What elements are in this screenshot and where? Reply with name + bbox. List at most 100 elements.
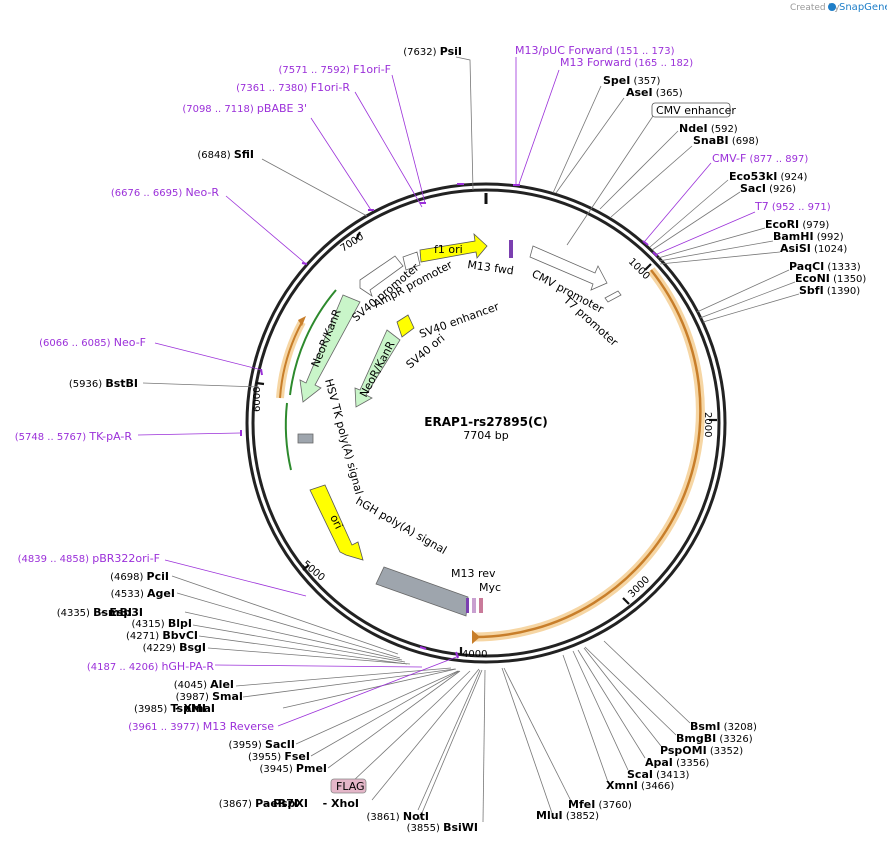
site-position: (3955) [248, 752, 284, 763]
site-label-tspmi[interactable]: (3985) TspMI [134, 702, 206, 715]
feature-neor-kanr-inner[interactable] [354, 329, 401, 408]
site-text: (4045) AleI [174, 678, 234, 691]
feature-sv40-ori[interactable] [396, 314, 415, 338]
site-text: - XmaI [175, 702, 215, 715]
site-position: (3987) [176, 692, 212, 703]
feature-ori[interactable]: ori [309, 484, 364, 561]
primer-ticks [240, 183, 658, 659]
site-label-cmv-f[interactable]: CMV-F (877 .. 897) [712, 152, 808, 165]
feature-m13-fwd[interactable] [509, 240, 513, 258]
site-label-xmni[interactable]: XmnI (3466) [606, 779, 674, 792]
site-text: Eco53kI (924) [729, 170, 807, 183]
site-position: (926) [766, 184, 796, 195]
feature-ampr-promoter[interactable] [402, 251, 421, 271]
site-label-neo-f[interactable]: (6066 .. 6085) Neo-F [39, 336, 146, 349]
site-label-mlui[interactable]: MluI (3852) [536, 809, 599, 822]
feature-myc-tag[interactable] [472, 598, 476, 613]
site-label-apai[interactable]: ApaI (3356) [645, 756, 709, 769]
site-name: BsgI [179, 641, 206, 654]
site-text: - Esp3I [101, 606, 143, 619]
site-text: (6066 .. 6085) Neo-F [39, 336, 146, 349]
site-label-m13-forward[interactable]: M13 Forward (165 .. 182) [560, 56, 693, 69]
feature-t7-promoter[interactable] [604, 290, 622, 303]
tick-label-7000: 7000 [339, 231, 366, 254]
feature-f1-ori[interactable]: f1 ori [419, 232, 488, 263]
site-label-pspomi[interactable]: PspOMI (3352) [660, 744, 743, 757]
site-label-ndei[interactable]: NdeI (592) [679, 122, 738, 135]
site-label-bsgi[interactable]: (4229) BsgI [143, 641, 206, 654]
site-position: (5748 .. 5767) [15, 432, 90, 443]
site-label-fsei[interactable]: (3955) FseI [248, 750, 310, 763]
site-label-pcii[interactable]: (4698) PciI [110, 570, 169, 583]
site-label-sacii[interactable]: (3959) SacII [229, 738, 296, 751]
site-label-t7[interactable]: T7 (952 .. 971) [754, 200, 831, 213]
site-label-pbr322ori-f[interactable]: (4839 .. 4858) pBR322ori-F [18, 552, 160, 565]
site-label-spei[interactable]: SpeI (357) [603, 74, 661, 87]
leader-agei [176, 592, 401, 659]
site-label-bsmi[interactable]: BsmI (3208) [690, 720, 757, 733]
site-position: (3356) [673, 758, 710, 769]
site-name: M13 Reverse [203, 720, 274, 733]
site-position: (4315) [131, 619, 167, 630]
site-label-f1ori-f[interactable]: (7571 .. 7592) F1ori-F [278, 63, 391, 76]
site-label-asei[interactable]: AseI (365) [626, 86, 683, 99]
site-label-smai[interactable]: (3987) SmaI [176, 690, 243, 703]
site-position: (7632) [403, 47, 439, 58]
site-label-noti[interactable]: (3861) NotI [366, 810, 429, 823]
site-label-scai[interactable]: ScaI (3413) [627, 768, 689, 781]
cmv-enhancer-box[interactable]: CMV enhancer [651, 102, 736, 118]
site-label-bstbi[interactable]: (5936) BstBI [69, 377, 138, 390]
site-label-blpi[interactable]: (4315) BlpI [131, 617, 192, 630]
feature-m13-rev[interactable] [466, 598, 469, 613]
site-label-f1ori-r[interactable]: (7361 .. 7380) F1ori-R [236, 81, 350, 94]
site-label-sfii[interactable]: (6848) SfiI [197, 148, 254, 161]
site-label-pspxi[interactable]: - PspXI [265, 797, 308, 810]
site-label-hgh-pa-r[interactable]: (4187 .. 4206) hGH-PA-R [87, 660, 215, 673]
snapgene-logo-icon [828, 3, 836, 11]
feature-neor-kanr-outer[interactable] [299, 294, 361, 403]
site-text: XmnI (3466) [606, 779, 674, 792]
site-label-bsmbi[interactable]: (4335) BsmBI [57, 606, 132, 619]
site-label-snabi[interactable]: SnaBI (698) [693, 134, 759, 147]
feature-hsv-tk-polya[interactable] [297, 433, 314, 444]
site-label-xmai[interactable]: - XmaI [175, 702, 215, 715]
site-label-ecori[interactable]: EcoRI (979) [765, 218, 829, 231]
backbone-inner-ring [251, 188, 721, 658]
site-label-sbfi[interactable]: SbfI (1390) [799, 284, 860, 297]
site-label-mfei[interactable]: MfeI (3760) [568, 798, 632, 811]
site-label-econi[interactable]: EcoNI (1350) [795, 272, 866, 285]
feature-sv40-promoter-1[interactable] [359, 255, 404, 297]
leader-paqci [696, 269, 790, 313]
site-position: (165 .. 182) [631, 58, 693, 69]
site-label-neo-r[interactable]: (6676 .. 6695) Neo-R [111, 186, 220, 199]
site-label-m13-puc-forward[interactable]: M13/pUC Forward (151 .. 173) [515, 44, 675, 57]
feature-flag-tag[interactable] [479, 598, 483, 613]
site-label-bamhi[interactable]: BamHI (992) [773, 230, 844, 243]
feature-hgh-polya[interactable] [375, 566, 469, 617]
site-label-pmei[interactable]: (3945) PmeI [259, 762, 327, 775]
site-label-pbabe-3-[interactable]: (7098 .. 7118) pBABE 3' [182, 102, 307, 115]
site-label-saci[interactable]: SacI (926) [740, 182, 796, 195]
site-label-bmgbi[interactable]: BmgBI (3326) [676, 732, 753, 745]
plasmid-length: 7704 bp [463, 429, 508, 442]
site-label-eco53ki[interactable]: Eco53kI (924) [729, 170, 807, 183]
site-label-bbvci[interactable]: (4271) BbvCI [126, 629, 198, 642]
site-label-paer7i[interactable]: (3867) PaeR7I [219, 797, 298, 810]
site-label-bsiwi[interactable]: (3855) BsiWI [407, 821, 478, 834]
site-name: BsmI [690, 720, 721, 733]
site-position: (3466) [638, 781, 675, 792]
leader-f1ori-f [391, 74, 426, 204]
site-name: - Esp3I [101, 606, 143, 619]
site-label-asisi[interactable]: AsiSI (1024) [780, 242, 847, 255]
site-label-esp3i[interactable]: - Esp3I [101, 606, 143, 619]
site-label-psii[interactable]: (7632) PsiI [403, 45, 462, 58]
site-label-tk-pa-r[interactable]: (5748 .. 5767) TK-pA-R [15, 430, 133, 443]
site-label-xhoi[interactable]: - XhoI [323, 797, 359, 810]
feature-cmv-enhancer[interactable] [529, 245, 608, 291]
site-label-m13-reverse[interactable]: (3961 .. 3977) M13 Reverse [128, 720, 274, 733]
flag-box[interactable]: FLAG [330, 778, 367, 794]
site-label-agei[interactable]: (4533) AgeI [111, 587, 175, 600]
site-label-paqci[interactable]: PaqCI (1333) [789, 260, 861, 273]
site-label-alei[interactable]: (4045) AleI [174, 678, 234, 691]
